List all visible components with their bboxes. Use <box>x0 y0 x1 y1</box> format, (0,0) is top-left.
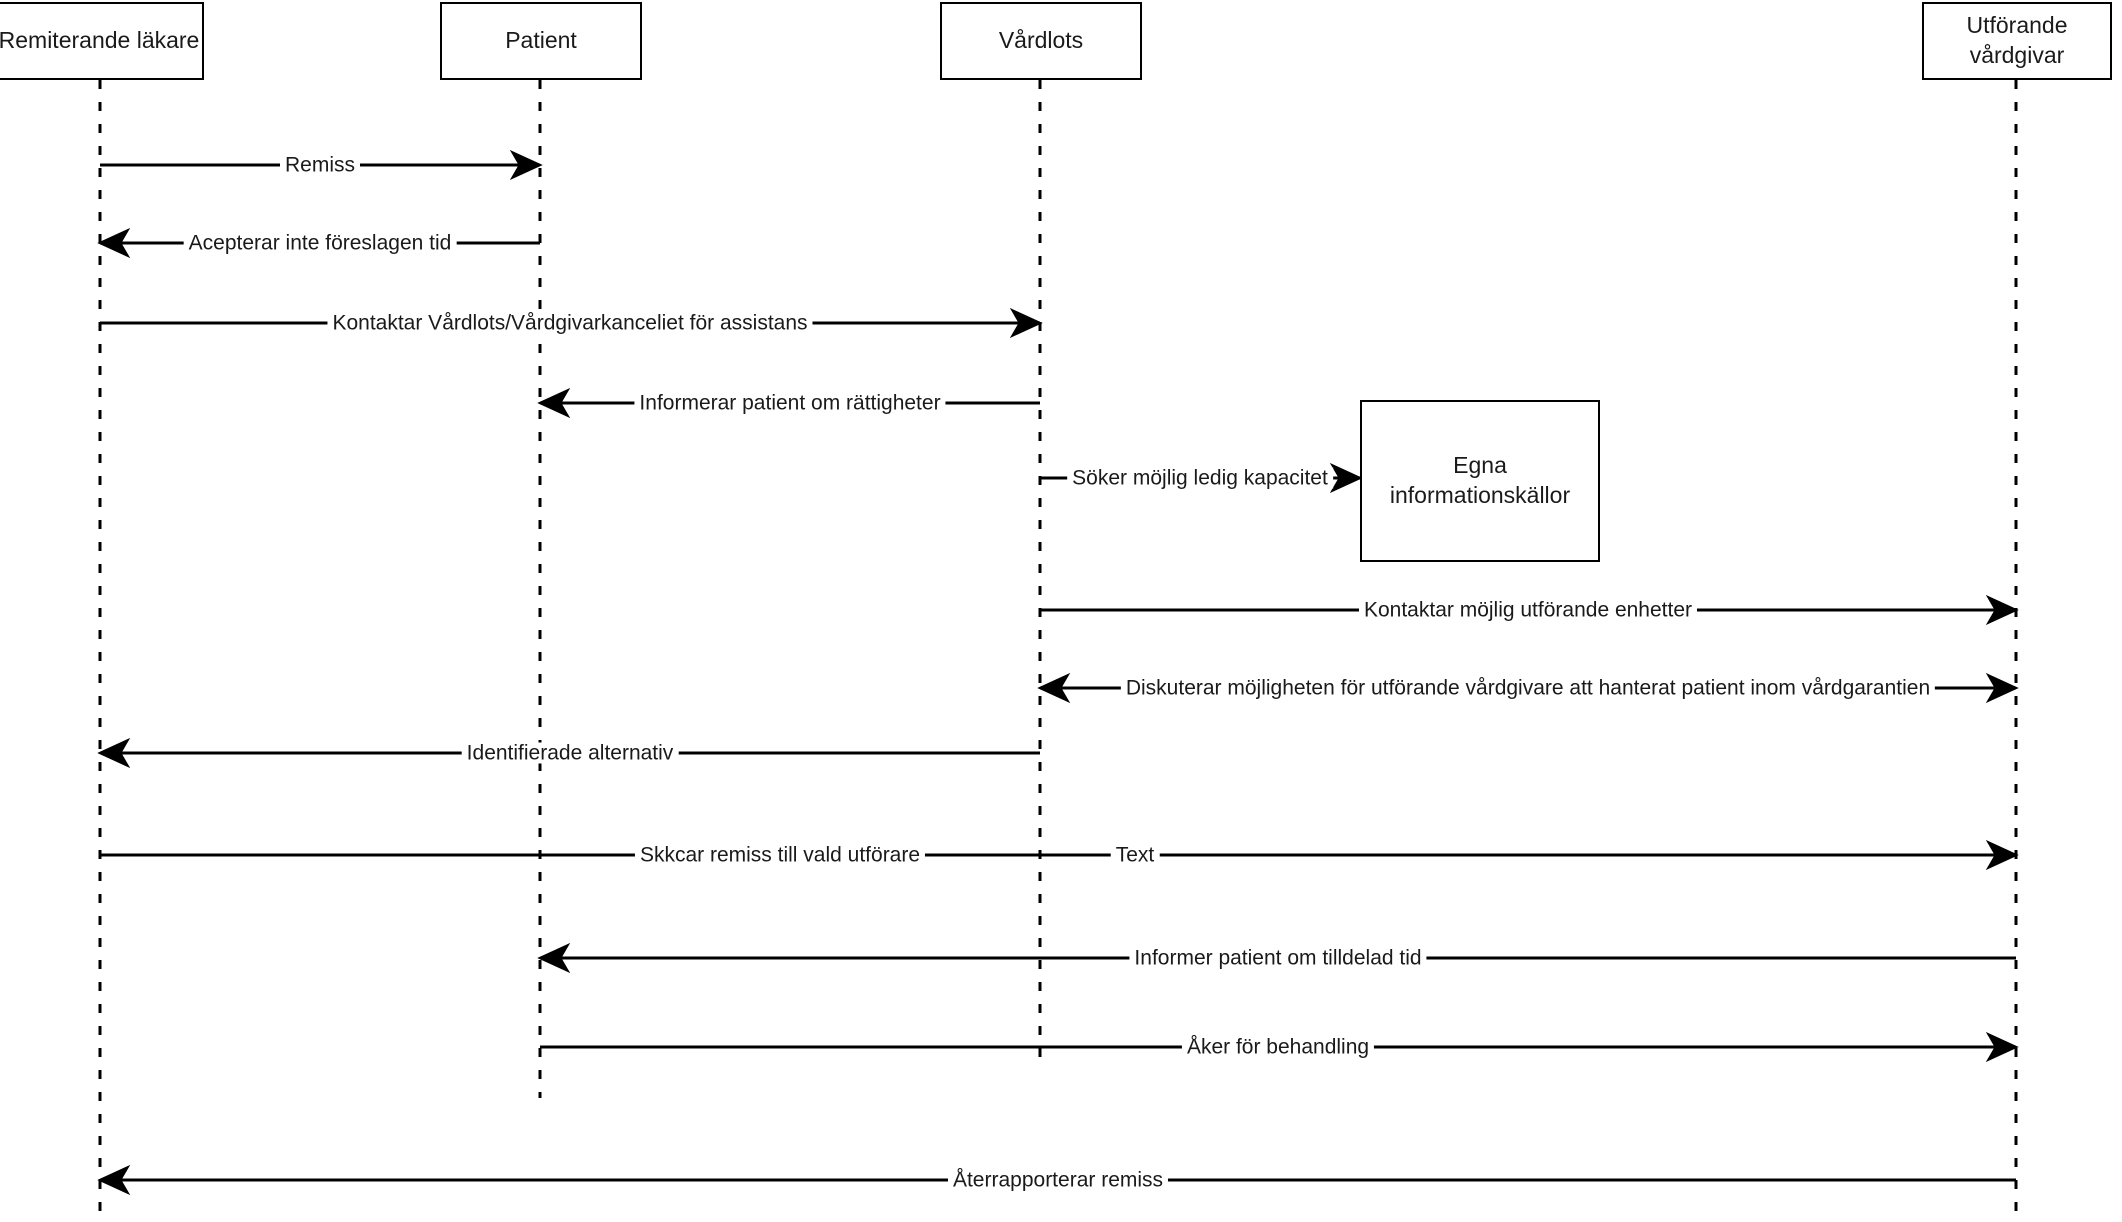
message-label-m3: Kontaktar Vårdlots/Vårdgivarkanceliet fö… <box>327 312 813 334</box>
note-label: Egna informationskällor <box>1389 452 1571 508</box>
message-label-m12: Återrapporterar remiss <box>947 1169 1169 1191</box>
actor-label: Vårdlots <box>998 27 1084 54</box>
actor-box-patient[interactable]: Patient <box>440 2 642 80</box>
message-label-m9: Skkcar remiss till vald utförare <box>634 844 926 866</box>
message-label-m5: Söker möjlig ledig kapacitet <box>1067 467 1333 489</box>
message-label-m6: Kontaktar möjlig utförande enhetter <box>1358 599 1698 621</box>
lifelines-group <box>98 80 2018 1222</box>
actor-box-vardlots[interactable]: Vårdlots <box>940 2 1142 80</box>
actor-box-remiterande[interactable]: Remiterande läkare <box>0 2 204 80</box>
message-label-m1: Remiss <box>279 154 361 176</box>
actor-label: Patient <box>505 27 577 54</box>
message-label-m9-extra: Text <box>1110 844 1160 866</box>
message-label-m10: Informer patient om tilldelad tid <box>1129 947 1427 969</box>
actor-label: Remiterande läkare <box>0 27 200 54</box>
message-label-m2: Acepterar inte föreslagen tid <box>183 232 457 254</box>
message-label-m8: Identifierade alternativ <box>461 742 679 764</box>
message-label-m11: Åker för behandling <box>1181 1036 1375 1058</box>
message-label-m7: Diskuterar möjligheten för utförande vår… <box>1120 677 1936 699</box>
note-box-egna[interactable]: Egna informationskällor <box>1360 400 1600 562</box>
actor-box-utforande[interactable]: Utförande vårdgivar <box>1922 2 2112 80</box>
actor-label: Utförande vårdgivar <box>1966 12 2068 68</box>
message-label-m4: Informerar patient om rättigheter <box>634 392 946 414</box>
